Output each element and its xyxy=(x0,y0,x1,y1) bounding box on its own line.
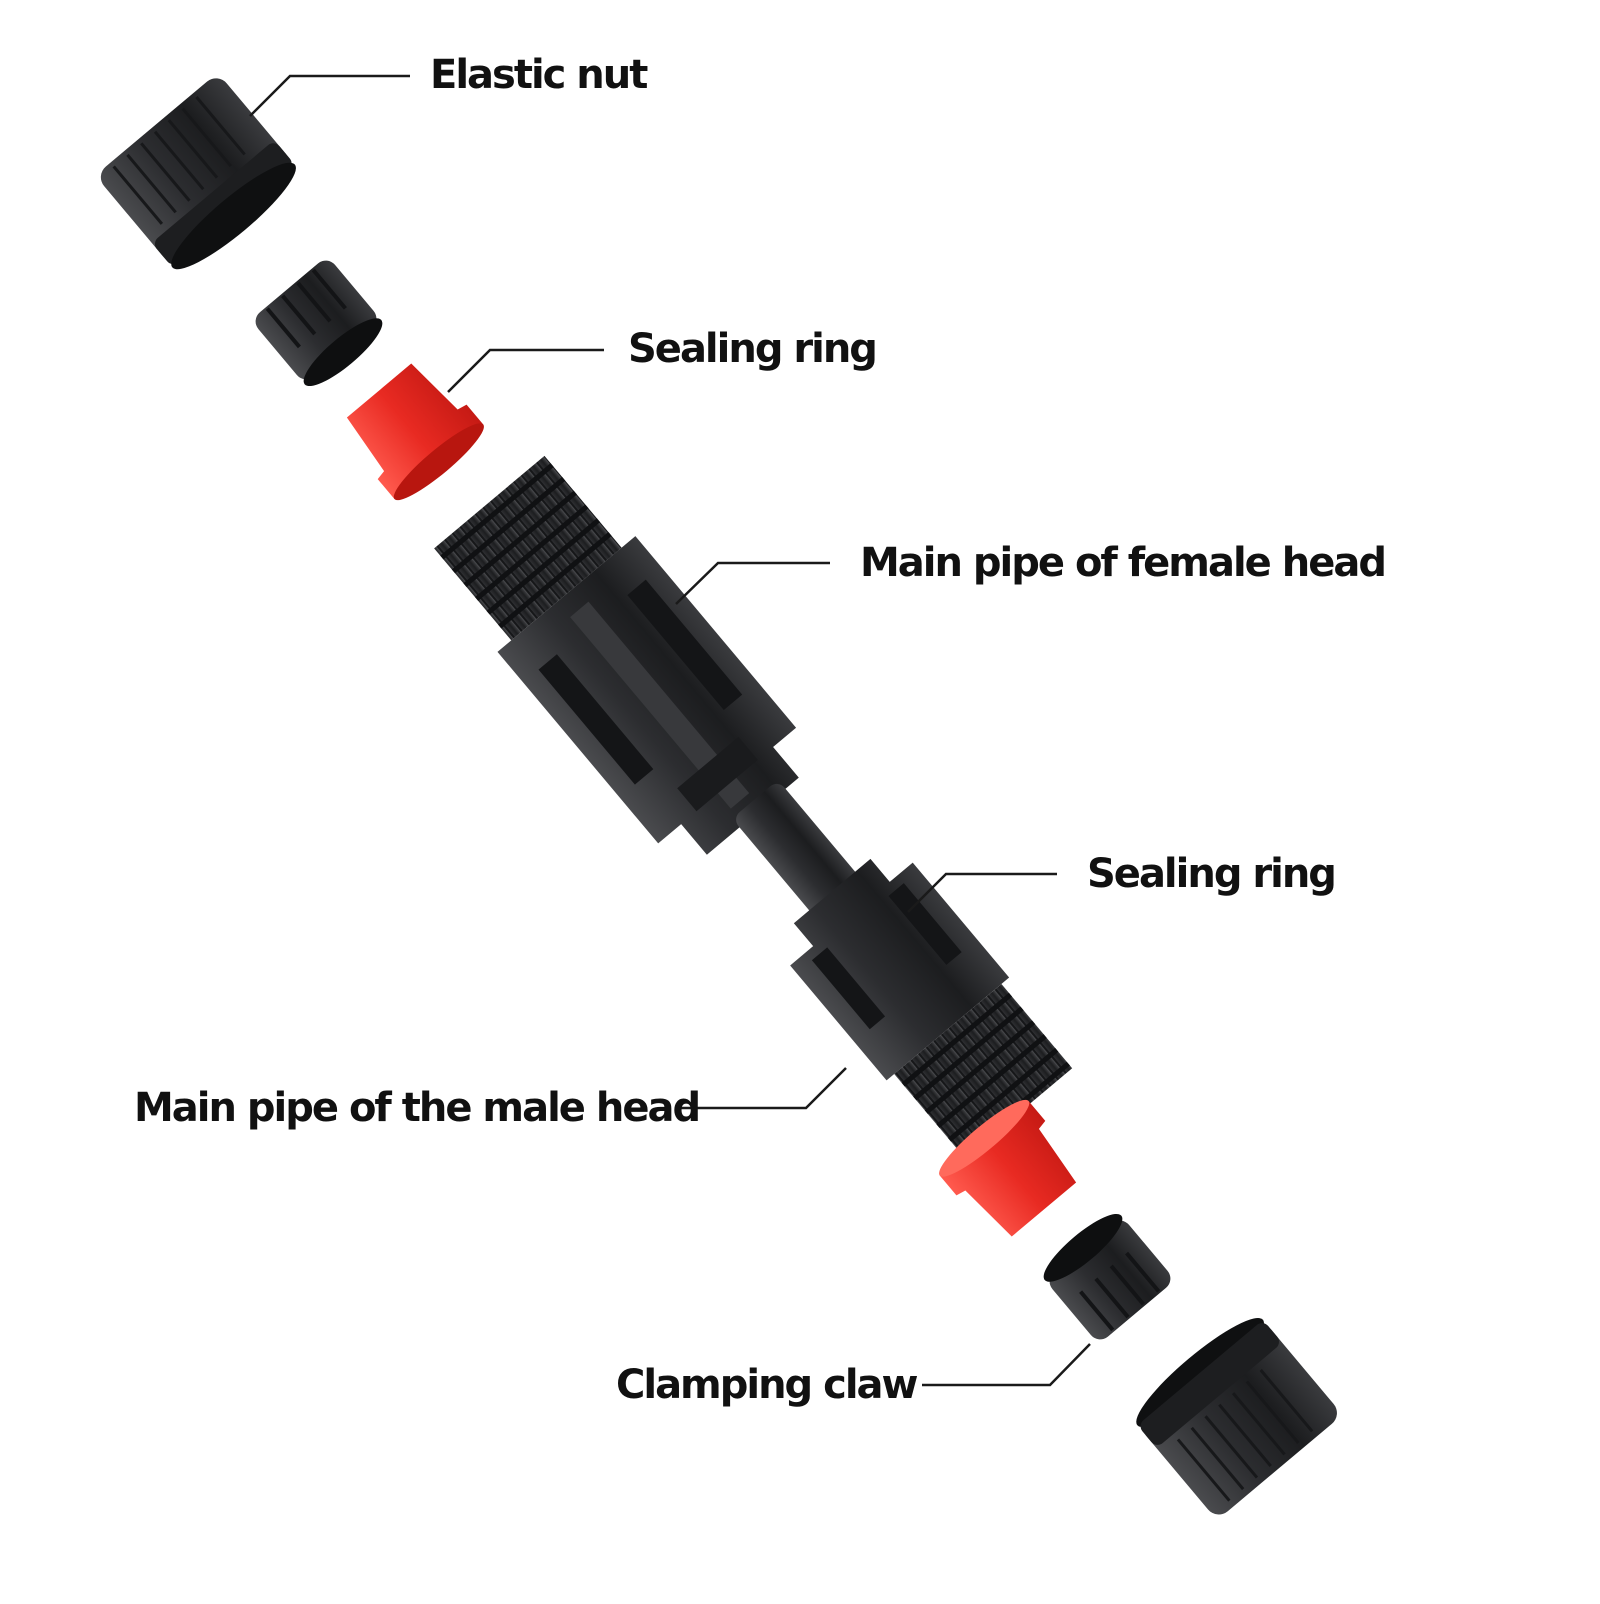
label-sealing-ring-bottom: Sealing ring xyxy=(1087,851,1337,897)
leader-sealing-ring-top xyxy=(447,348,604,393)
female-head-pipe xyxy=(434,455,799,855)
clamping-claw-bottom xyxy=(1043,1213,1171,1340)
clamping-claw-top xyxy=(255,260,383,387)
label-male-head: Main pipe of the male head xyxy=(134,1085,701,1131)
leader-sealing-ring-bottom xyxy=(907,872,1057,913)
label-elastic-nut: Elastic nut xyxy=(430,52,648,98)
leader-male-head xyxy=(678,1067,847,1110)
label-clamping-claw: Clamping claw xyxy=(616,1362,918,1408)
leader-female-head xyxy=(675,561,830,605)
leader-clamping-claw xyxy=(922,1343,1091,1387)
sealing-ring-bottom-part xyxy=(939,1099,1077,1237)
label-sealing-ring-top: Sealing ring xyxy=(628,326,878,372)
sealing-ring-top-part xyxy=(346,363,484,501)
elastic-nut-top xyxy=(100,78,296,270)
male-head-pipe xyxy=(736,783,1073,1159)
leader-elastic-nut xyxy=(249,74,410,117)
label-female-head: Main pipe of female head xyxy=(860,540,1387,586)
elastic-nut-bottom xyxy=(1136,1318,1337,1515)
leader-lines xyxy=(249,74,1091,1387)
